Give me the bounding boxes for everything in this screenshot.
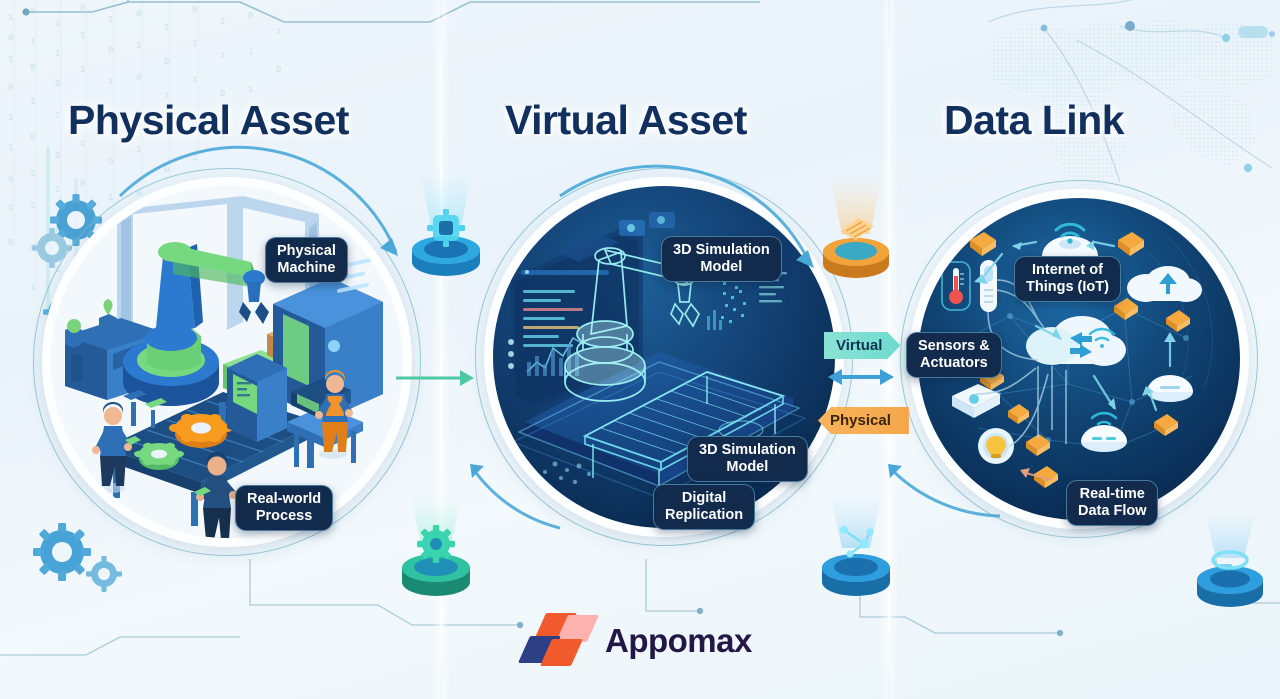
svg-text:1: 1 <box>192 153 197 163</box>
page-title-physical-asset: Physical Asset <box>68 97 349 143</box>
outer-ring <box>900 180 1258 538</box>
pedestal-ring <box>1197 510 1263 607</box>
appomax-logo-mark-icon <box>517 612 600 670</box>
panel-physical-asset: Physical Machine Real-world Process <box>33 168 421 556</box>
pedestal-data-grid <box>823 176 889 278</box>
svg-text:0: 0 <box>108 45 113 55</box>
page-title-virtual-asset: Virtual Asset <box>505 97 747 143</box>
svg-text:0: 0 <box>8 175 13 185</box>
svg-text:1: 1 <box>108 77 113 87</box>
svg-text:0: 0 <box>136 73 141 83</box>
flow-banner-physical: Physical <box>818 407 909 434</box>
panel-divider-left <box>440 0 442 699</box>
brand-wordmark: Appomax <box>605 622 752 659</box>
svg-text:0: 0 <box>30 7 35 17</box>
pedestal-chip-gear <box>412 172 480 276</box>
svg-text:1: 1 <box>80 31 85 41</box>
label-internet-of-things: Internet of Things (IoT) <box>1014 256 1121 302</box>
panel-data-link: Internet of Things (IoT) Sensors & Actua… <box>900 180 1258 538</box>
label-realtime-data-flow: Real-time Data Flow <box>1066 480 1159 526</box>
label-sensors-actuators: Sensors & Actuators <box>906 332 1002 378</box>
svg-text:1: 1 <box>248 85 253 95</box>
svg-text:1: 1 <box>220 51 225 61</box>
svg-text:0: 0 <box>55 151 60 161</box>
holographic-digital-twin-illustration <box>508 212 807 500</box>
svg-text:1: 1 <box>136 145 141 155</box>
isometric-factory-illustration <box>51 186 403 538</box>
svg-text:1: 1 <box>8 113 13 123</box>
svg-text:1: 1 <box>108 15 113 25</box>
label-3d-simulation-model-bottom: 3D Simulation Model <box>687 436 808 482</box>
svg-text:0: 0 <box>108 157 113 167</box>
svg-text:1: 1 <box>8 203 13 213</box>
svg-text:1: 1 <box>164 23 169 33</box>
svg-text:0: 0 <box>248 11 253 21</box>
svg-text:0: 0 <box>276 65 281 75</box>
label-real-world-process: Real-world Process <box>235 485 334 531</box>
svg-text:0: 0 <box>8 238 13 248</box>
svg-text:1: 1 <box>30 97 35 107</box>
svg-text:1: 1 <box>8 13 13 23</box>
label-3d-simulation-model-top: 3D Simulation Model <box>661 236 782 282</box>
svg-text:1: 1 <box>136 41 141 51</box>
svg-text:1: 1 <box>220 17 225 27</box>
svg-text:1: 1 <box>55 19 60 29</box>
svg-text:1: 1 <box>80 65 85 75</box>
svg-text:0: 0 <box>8 33 13 43</box>
brand-logo[interactable]: Appomax <box>517 612 752 670</box>
pedestal-gear <box>402 494 470 596</box>
svg-text:1: 1 <box>30 37 35 47</box>
svg-text:1: 1 <box>55 111 60 121</box>
label-digital-replication: Digital Replication <box>653 484 756 530</box>
page-title-data-link: Data Link <box>944 97 1125 143</box>
svg-text:1: 1 <box>192 75 197 85</box>
circuit-trace-top <box>22 0 760 23</box>
svg-text:1: 1 <box>8 55 13 65</box>
svg-text:0: 0 <box>136 9 141 19</box>
svg-text:1: 1 <box>276 27 281 37</box>
pedestal-network-node <box>822 494 890 596</box>
svg-text:1: 1 <box>192 39 197 49</box>
svg-text:0: 0 <box>80 3 85 13</box>
svg-text:0: 0 <box>192 5 197 15</box>
svg-text:1: 1 <box>8 143 13 153</box>
svg-text:0: 0 <box>30 63 35 73</box>
svg-text:0: 0 <box>55 79 60 89</box>
label-physical-machine: Physical Machine <box>265 237 348 283</box>
svg-text:0: 0 <box>8 83 13 93</box>
panel-virtual-asset: 3D Simulation Model 3D Simulation Model … <box>475 168 853 546</box>
flow-banner-virtual: Virtual <box>824 332 900 359</box>
svg-text:0: 0 <box>30 133 35 143</box>
svg-text:0: 0 <box>164 57 169 67</box>
svg-text:1: 1 <box>248 47 253 57</box>
svg-text:1: 1 <box>55 49 60 59</box>
physical-asset-scene <box>51 186 403 538</box>
